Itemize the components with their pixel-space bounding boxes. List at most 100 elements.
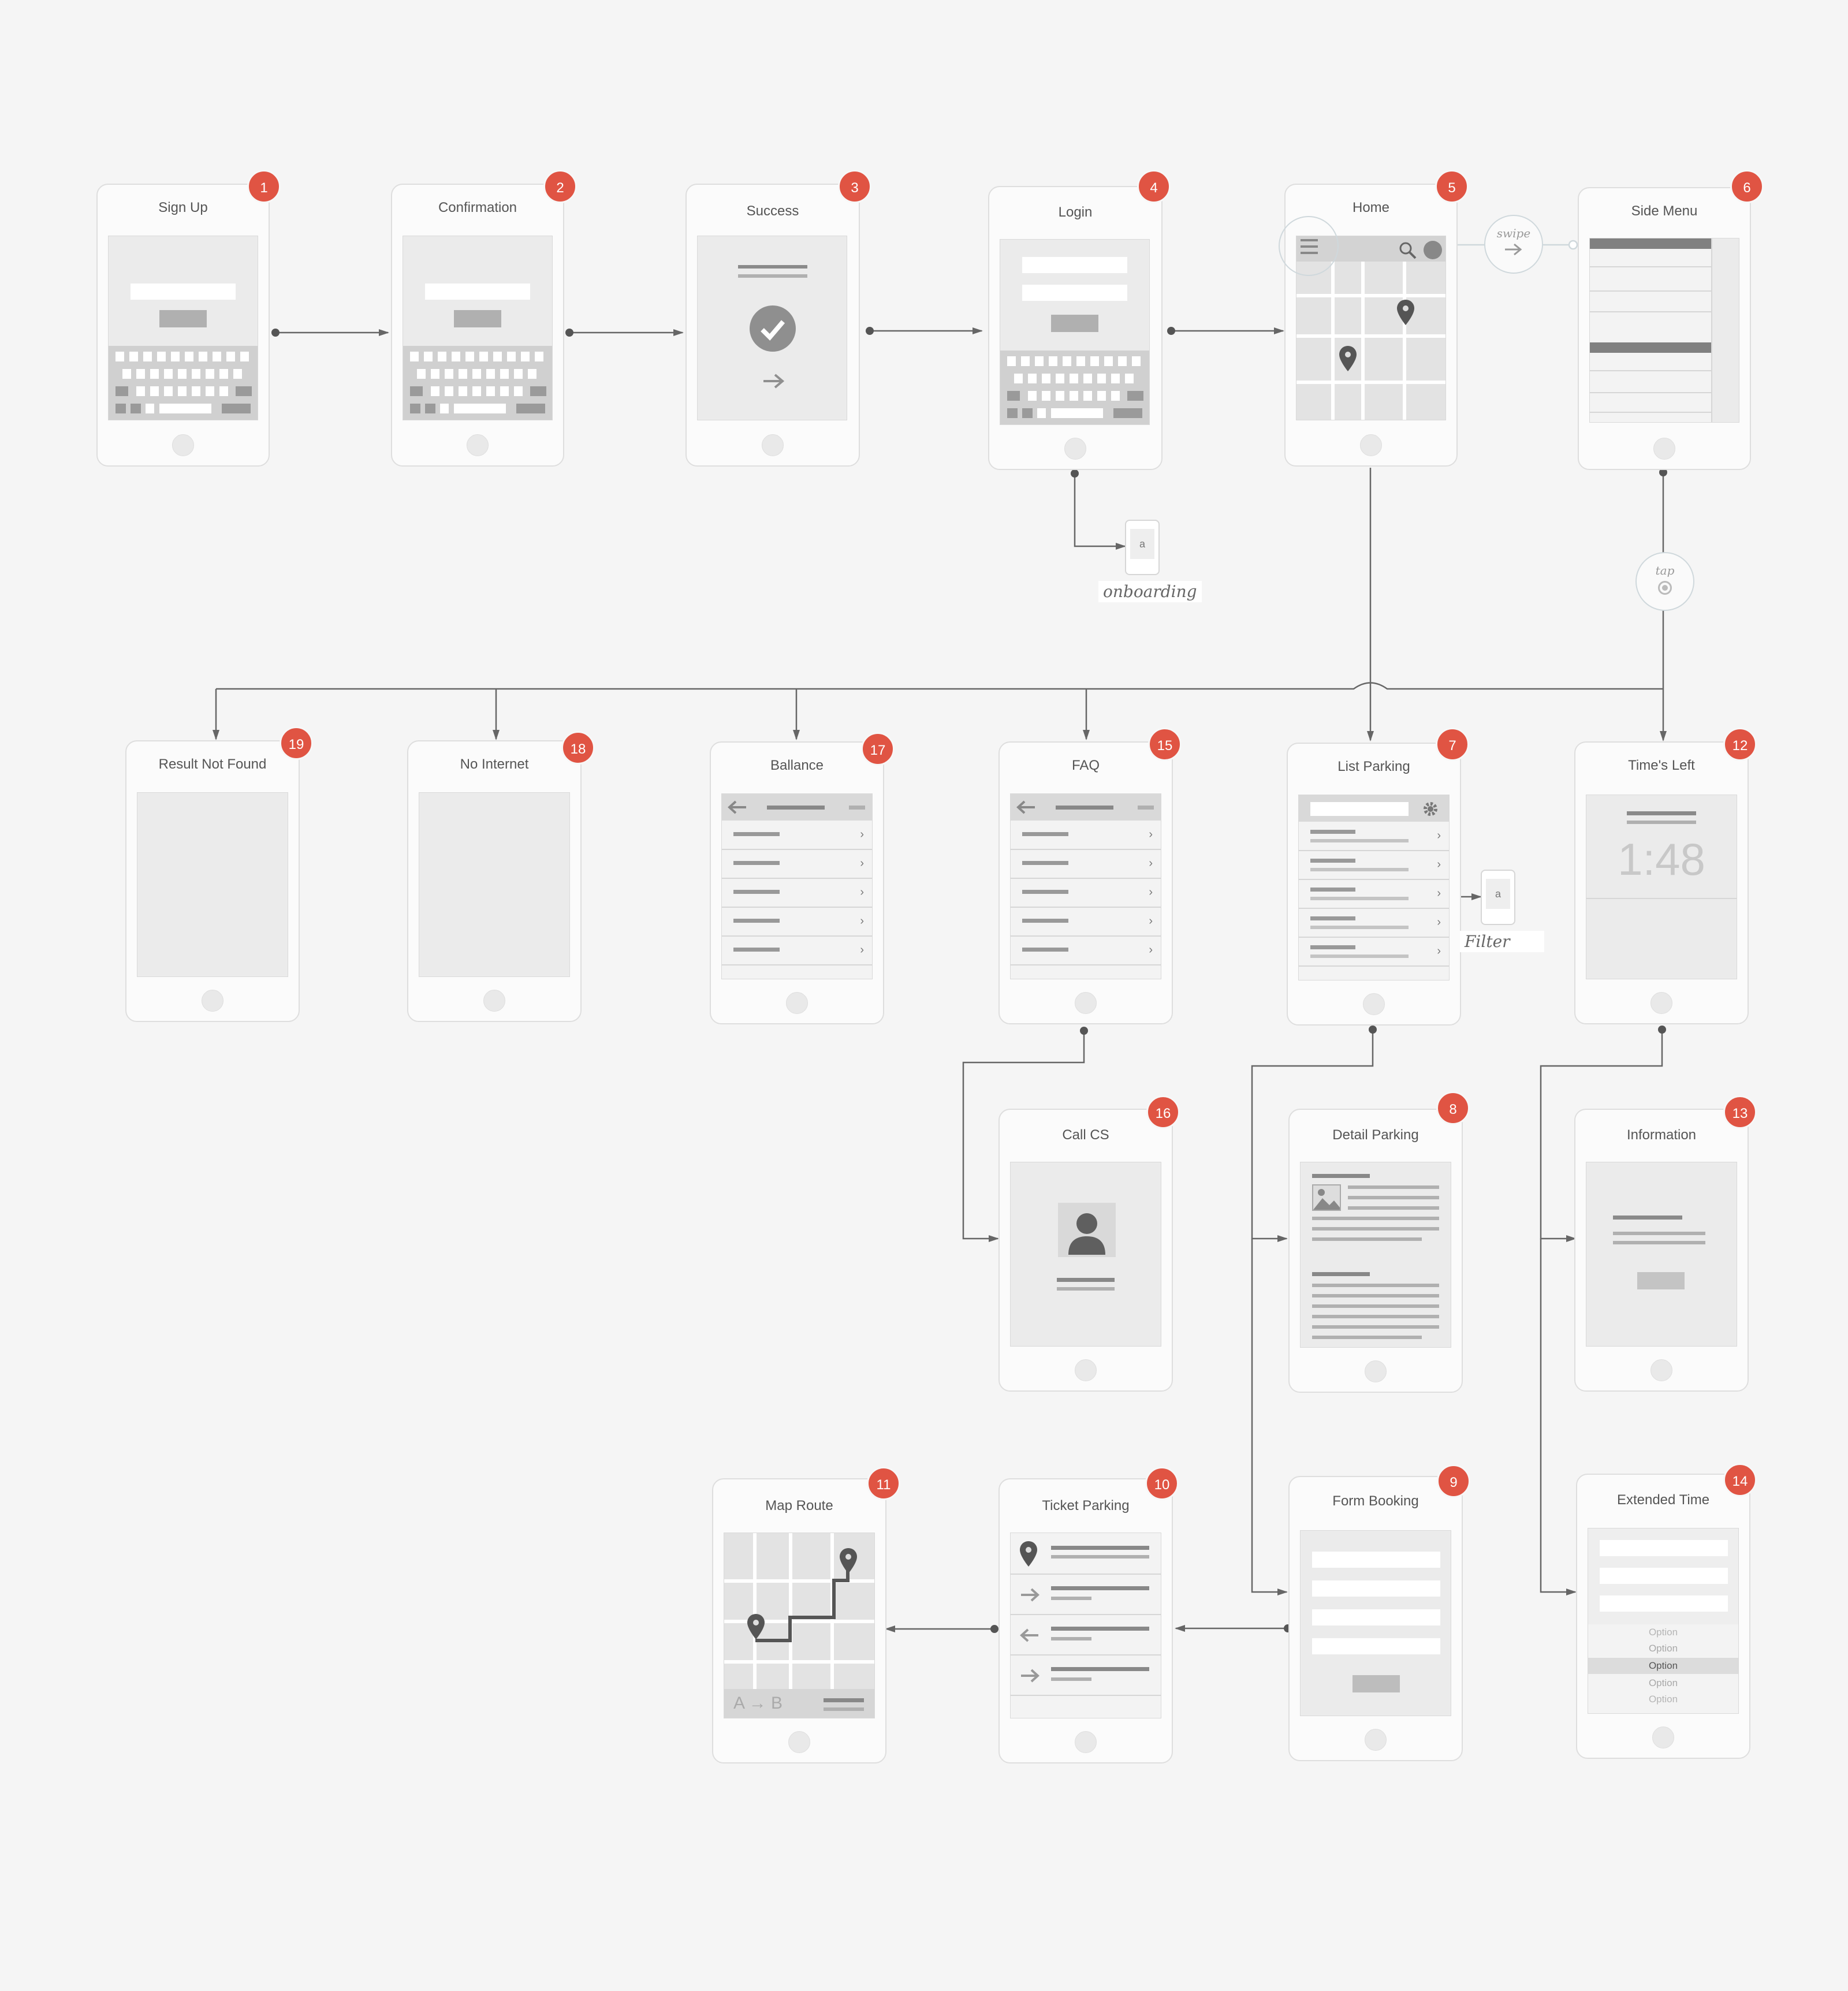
back-arrow-icon[interactable]	[1016, 800, 1036, 815]
chevron-right-icon: ›	[1149, 828, 1153, 841]
form-field[interactable]	[1600, 1540, 1728, 1556]
screen-title: No Internet	[460, 756, 529, 772]
hamburger-icon[interactable]	[1299, 238, 1319, 255]
search-icon[interactable]	[1398, 241, 1418, 260]
picker-option[interactable]: Option	[1648, 1694, 1678, 1705]
list-item[interactable]: ›	[1011, 907, 1161, 937]
list-item	[1011, 1575, 1161, 1615]
screen-title: Map Route	[765, 1498, 833, 1513]
list-item[interactable]: ›	[1011, 821, 1161, 850]
home-button[interactable]	[762, 434, 784, 456]
arrow-right-icon	[1021, 1588, 1040, 1602]
chevron-right-icon: ›	[1437, 858, 1441, 871]
home-button[interactable]	[1652, 1727, 1674, 1748]
list-item	[1011, 1533, 1161, 1575]
step-badge: 5	[1435, 170, 1469, 203]
list-item[interactable]: ›	[1299, 879, 1449, 909]
home-button[interactable]	[1075, 992, 1097, 1014]
list-item[interactable]: ›	[722, 821, 872, 850]
keyboard	[1000, 351, 1149, 424]
map-pin-icon[interactable]	[1339, 346, 1357, 371]
step-badge: 11	[867, 1467, 900, 1500]
list-item[interactable]: ›	[1299, 822, 1449, 851]
screen-detail-parking: Detail Parking	[1288, 1109, 1463, 1393]
tap-label: tap	[1655, 564, 1675, 577]
chevron-right-icon: ›	[1437, 829, 1441, 842]
picker-option[interactable]: Option	[1648, 1677, 1678, 1688]
home-button[interactable]	[1075, 1359, 1097, 1381]
username-field[interactable]	[1022, 257, 1127, 273]
onboarding-label: onboarding	[1098, 581, 1202, 602]
step-badge: 13	[1723, 1095, 1757, 1129]
picker-option[interactable]: Option	[1648, 1627, 1678, 1638]
home-button[interactable]	[1653, 438, 1675, 460]
arrow-right-icon	[1505, 243, 1522, 256]
home-button[interactable]	[1365, 1360, 1387, 1382]
home-button[interactable]	[786, 992, 808, 1014]
home-button[interactable]	[1650, 992, 1672, 1014]
arrow-15-16	[962, 1031, 1085, 1242]
home-button[interactable]	[202, 990, 223, 1012]
picker-option-selected[interactable]: Option	[1588, 1658, 1738, 1674]
list-item[interactable]: ›	[1011, 936, 1161, 965]
chevron-right-icon: ›	[1437, 945, 1441, 957]
arrow-4-onboarding	[1074, 473, 1126, 550]
list-area: › › › › ›	[721, 793, 873, 979]
home-button[interactable]	[1363, 993, 1385, 1015]
home-button[interactable]	[1360, 434, 1382, 456]
branch-line	[216, 682, 1663, 690]
home-button[interactable]	[172, 434, 194, 456]
home-button[interactable]	[1365, 1729, 1387, 1751]
list-item[interactable]: ›	[1011, 849, 1161, 879]
onboarding-mini-screen: a	[1125, 520, 1160, 575]
gear-icon[interactable]	[1421, 800, 1440, 818]
screen-title: Ballance	[770, 758, 824, 773]
list-item[interactable]: ›	[1011, 878, 1161, 908]
picker-option[interactable]: Option	[1648, 1643, 1678, 1654]
map-pin-icon[interactable]	[1397, 300, 1414, 325]
arrow-right-icon[interactable]	[762, 372, 785, 390]
chevron-right-icon: ›	[860, 886, 864, 898]
arrow-12-14	[1540, 1239, 1577, 1595]
home-button[interactable]	[467, 434, 489, 456]
form-field[interactable]	[1312, 1638, 1440, 1654]
back-arrow-icon[interactable]	[728, 800, 747, 815]
screen-area	[1010, 1162, 1161, 1347]
form-field[interactable]	[1312, 1609, 1440, 1625]
chevron-right-icon: ›	[1149, 944, 1153, 956]
list-item[interactable]: ›	[1299, 937, 1449, 967]
screen-list-parking: List Parking › › › › ›	[1287, 743, 1461, 1026]
screen-title: Home	[1352, 200, 1390, 215]
form-field[interactable]	[1312, 1580, 1440, 1597]
list-item[interactable]: ›	[722, 878, 872, 908]
home-button[interactable]	[1650, 1359, 1672, 1381]
form-field[interactable]	[1312, 1552, 1440, 1568]
form-field[interactable]	[1600, 1595, 1728, 1612]
list-item[interactable]: ›	[722, 907, 872, 937]
home-button[interactable]	[1075, 1731, 1097, 1753]
submit-button[interactable]	[1353, 1675, 1400, 1692]
search-input[interactable]	[1310, 802, 1409, 816]
chevron-right-icon: ›	[860, 828, 864, 841]
info-button[interactable]	[1637, 1272, 1685, 1289]
home-button[interactable]	[788, 1731, 810, 1753]
list-item[interactable]: ›	[1299, 851, 1449, 880]
avatar[interactable]	[1424, 241, 1442, 259]
route-label: A → B	[733, 1694, 783, 1713]
swipe-gesture: swipe	[1484, 215, 1543, 274]
option-picker[interactable]: Option Option Option Option Option	[1588, 1624, 1738, 1713]
step-badge: 6	[1730, 170, 1764, 203]
screen-title: Detail Parking	[1332, 1127, 1419, 1143]
user-icon	[1068, 1213, 1105, 1255]
form-field[interactable]	[1600, 1568, 1728, 1584]
step-badge: 9	[1437, 1464, 1470, 1498]
arrow-7-9	[1251, 1239, 1288, 1595]
home-button[interactable]	[483, 990, 505, 1012]
home-button[interactable]	[1064, 438, 1086, 460]
password-field[interactable]	[1022, 285, 1127, 301]
list-item[interactable]: ›	[722, 936, 872, 965]
login-button[interactable]	[1051, 315, 1098, 332]
list-item[interactable]: ›	[722, 849, 872, 879]
list-item[interactable]: ›	[1299, 908, 1449, 938]
screen-extended-time: Extended Time Option Option Option Optio…	[1576, 1474, 1750, 1759]
